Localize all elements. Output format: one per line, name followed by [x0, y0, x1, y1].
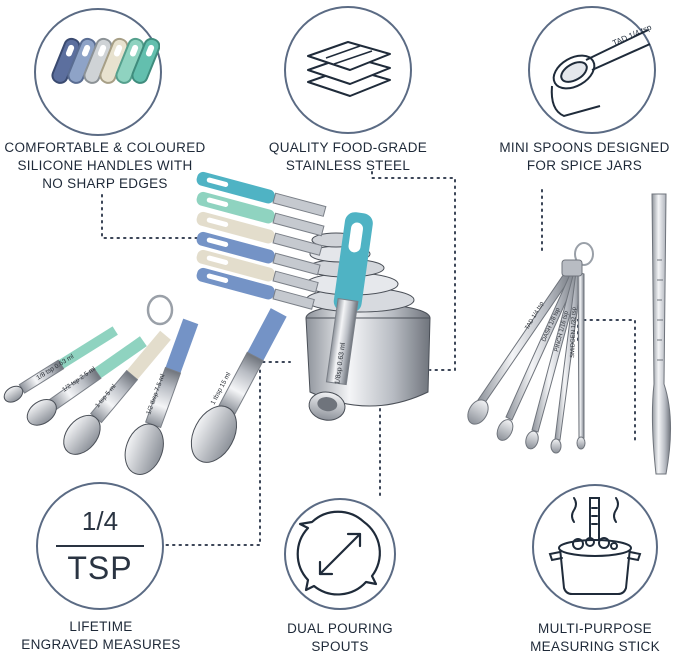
pot-with-stick-icon: [548, 497, 642, 595]
steel-layers-icon: [307, 41, 391, 97]
fraction-denominator: TSP: [67, 550, 133, 586]
handles-caption-line2: SILICONE HANDLES WITH: [17, 158, 193, 173]
pouring-caption-line1: DUAL POURING: [287, 621, 393, 636]
measuring-cups: 1/8sp 0.63 ml: [196, 171, 431, 421]
colored-handles-icon: [51, 37, 161, 84]
mini-spoon-icon-circle: TAD 1/4 tsp: [528, 6, 656, 134]
fraction-numerator: 1/4: [81, 506, 119, 536]
steel-caption-line2: STAINLESS STEEL: [285, 158, 411, 173]
steel-icon-circle: [284, 6, 412, 134]
mini-spoons: TAD 1/4 tsp DASH 1/8 tsp PINCH 1/16 tsp …: [467, 242, 594, 454]
handles-caption-line1: COMFORTABLE & COLOURED: [4, 140, 206, 155]
engraved-caption-line1: LIFETIME: [69, 619, 133, 634]
dual-spout-icon: [296, 510, 381, 596]
engraved-caption-line2: ENGRAVED MEASURES: [21, 637, 181, 652]
mini-spoon-icon: TAD 1/4 tsp: [550, 22, 653, 118]
handles-caption-line3: NO SHARP EDGES: [42, 176, 168, 191]
pouring-caption: DUAL POURING SPOUTS: [260, 620, 420, 656]
pouring-icon-circle: [284, 498, 396, 610]
handles-icon-circle: [34, 8, 162, 136]
steel-caption-line1: QUALITY FOOD-GRADE: [268, 140, 428, 155]
steel-caption: QUALITY FOOD-GRADE STAINLESS STEEL: [248, 139, 448, 175]
handles-caption: COMFORTABLE & COLOURED SILICONE HANDLES …: [0, 139, 210, 193]
mini-caption-line1: MINI SPOONS DESIGNED: [499, 140, 670, 155]
stick-caption-line2: MEASURING STICK: [530, 639, 660, 654]
mini-caption-line2: FOR SPICE JARS: [526, 158, 643, 173]
stick-caption: MULTI-PURPOSE MEASURING STICK: [510, 620, 679, 656]
pouring-caption-line2: SPOUTS: [311, 639, 369, 654]
engraved-icon-circle: 1/4 TSP: [36, 482, 164, 610]
measuring-stick: [651, 193, 671, 475]
measuring-spoons: 1/8 tsp 0.63 ml 1/2 tsp 2.5 ml 1 tsp 5 m…: [3, 294, 287, 475]
stick-caption-line1: MULTI-PURPOSE: [538, 621, 652, 636]
fraction-divider: [56, 545, 144, 547]
stick-icon-circle: [532, 484, 658, 610]
mini-spoon-engraving-4: SMIDGEN 1/32 tsp: [570, 306, 578, 358]
spoon-engraving-1: 1/8 tsp 0.63 ml: [35, 353, 75, 382]
engraved-caption: LIFETIME ENGRAVED MEASURES: [6, 618, 196, 654]
mini-caption: MINI SPOONS DESIGNED FOR SPICE JARS: [490, 139, 679, 175]
